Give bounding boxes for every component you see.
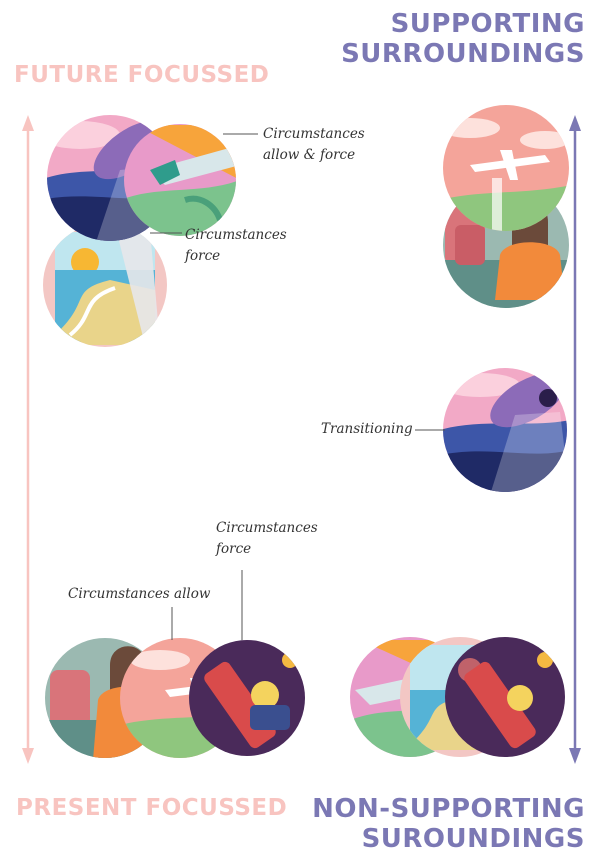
- annotation-allow-force-line1: Circumstances: [263, 124, 365, 145]
- night-plane-scene-right: [445, 637, 565, 757]
- submarine-scene-transitioning: [440, 362, 574, 495]
- annotation-allow-force: Circumstances allow & force: [263, 124, 365, 166]
- annotation-allow-force-line2: allow & force: [263, 145, 365, 166]
- annotation-allow-bottom: Circumstances allow: [68, 584, 210, 605]
- annotation-force-bottom-line1: Circumstances: [216, 518, 318, 539]
- annotation-force-top-line1: Circumstances: [185, 225, 287, 246]
- annotation-force-top-line2: force: [185, 246, 287, 267]
- annotation-force-bottom-line2: force: [216, 539, 318, 560]
- present-future-axis: [22, 115, 34, 764]
- annotation-force-top: Circumstances force: [185, 225, 287, 267]
- annotation-force-bottom: Circumstances force: [216, 518, 318, 560]
- surroundings-axis: [569, 115, 581, 764]
- annotation-transitioning: Transitioning: [321, 419, 413, 440]
